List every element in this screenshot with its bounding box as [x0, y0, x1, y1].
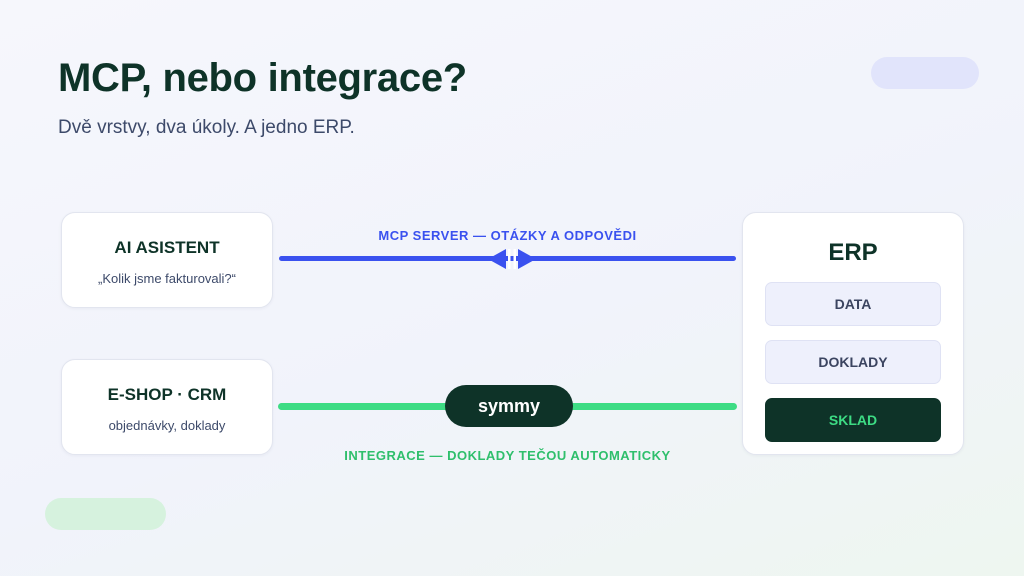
ai-assistant-subtitle: „Kolik jsme fakturovali?“: [98, 271, 236, 286]
bidirectional-arrow-icon: [488, 249, 536, 269]
symmy-hub-badge: symmy: [445, 385, 573, 427]
ai-assistant-card: AI ASISTENT „Kolik jsme fakturovali?“: [61, 212, 273, 308]
page-subtitle: Dvě vrstvy, dva úkoly. A jedno ERP.: [58, 117, 355, 138]
decorative-pill-top: [871, 57, 979, 89]
eshop-crm-card: E-SHOP · CRM objednávky, doklady: [61, 359, 273, 455]
integration-connection-label: INTEGRACE — DOKLADY TEČOU AUTOMATICKY: [344, 448, 671, 463]
erp-card: ERP DATA DOKLADY SKLAD: [742, 212, 964, 455]
mcp-connection-label: MCP SERVER — OTÁZKY A ODPOVĚDI: [378, 228, 637, 243]
ai-assistant-title: AI ASISTENT: [114, 238, 220, 257]
erp-item-sklad: SKLAD: [765, 398, 941, 442]
eshop-crm-subtitle: objednávky, doklady: [108, 418, 226, 433]
erp-title: ERP: [828, 239, 878, 266]
erp-item-doklady: DOKLADY: [765, 340, 941, 384]
erp-item-data: DATA: [765, 282, 941, 326]
mcp-connection-line: [279, 256, 736, 261]
decorative-pill-bottom: [45, 498, 166, 530]
eshop-crm-title: E-SHOP · CRM: [107, 385, 227, 404]
page-title: MCP, nebo integrace?: [58, 56, 467, 100]
